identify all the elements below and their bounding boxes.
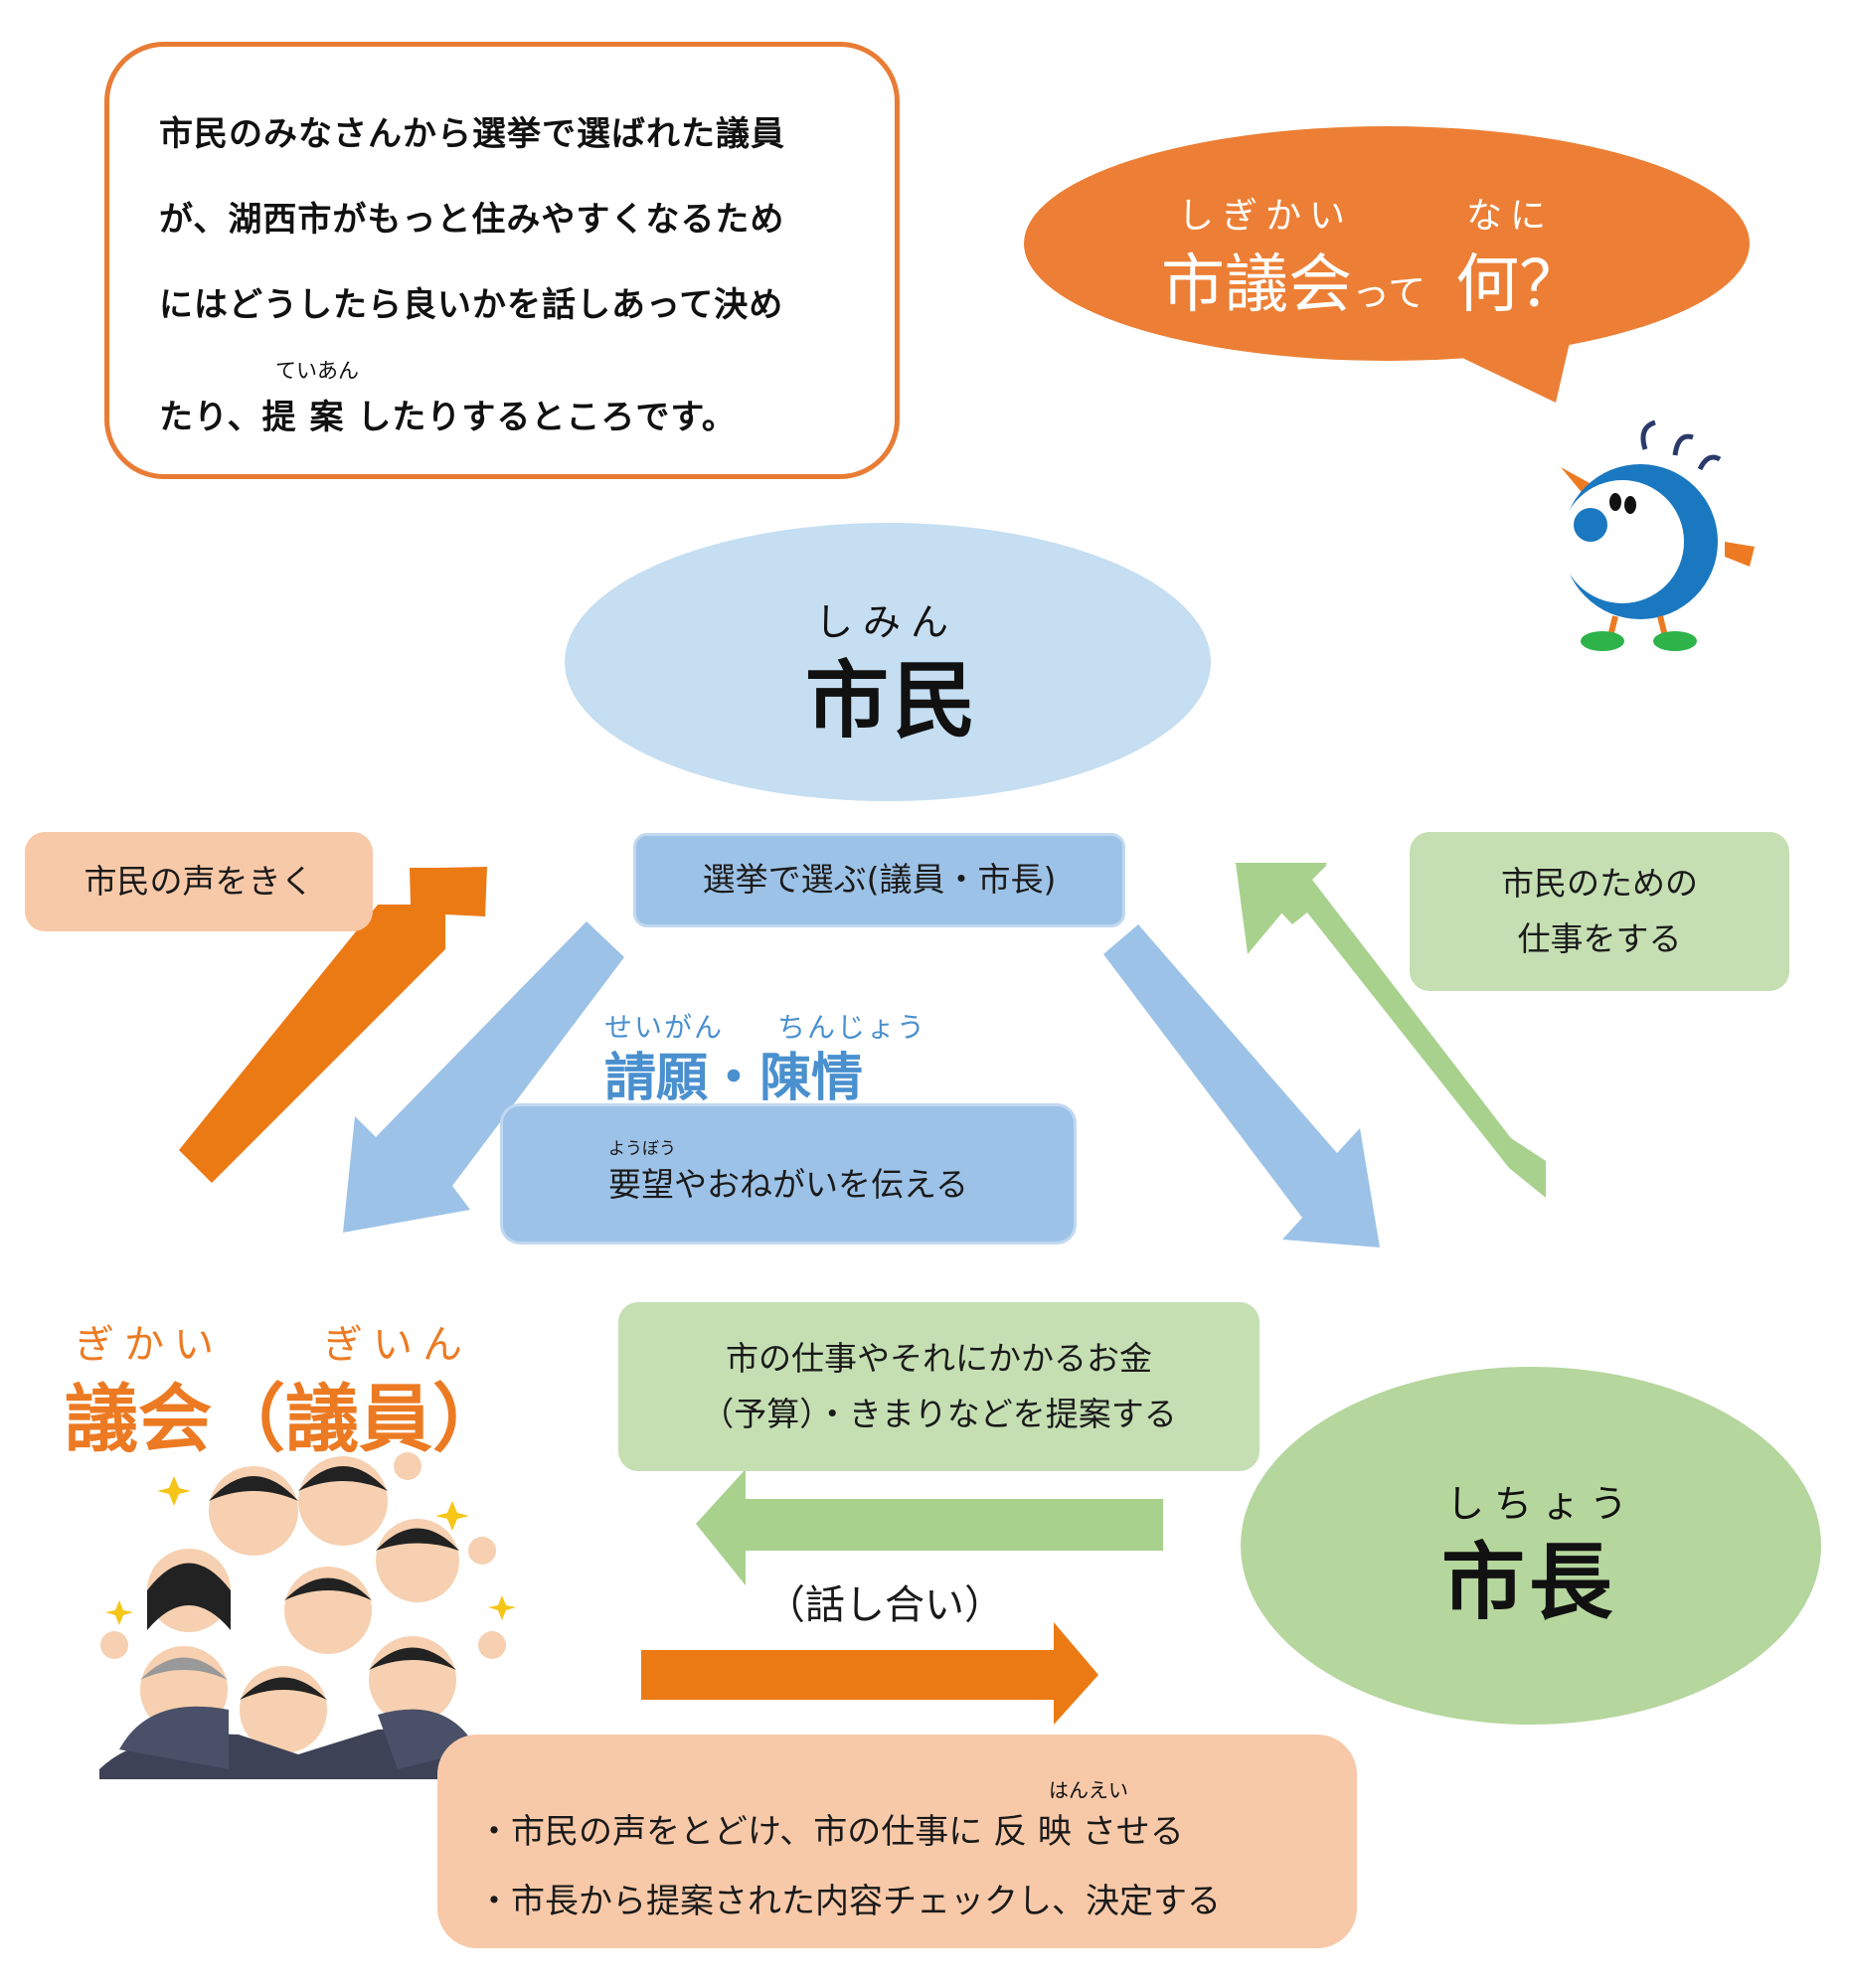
petition-ruby-right: ちんじょう [777,1011,927,1044]
listen-box: 市民の声をきく [25,832,373,931]
request-box: ようぼう 要望やおねがいを伝える [500,1103,1077,1244]
question-end: 何？ [1455,248,1584,322]
role-box: はんえい ・市民の声をとどけ、市の仕事に 反 映 させる ・市長から提案された内… [437,1735,1357,1948]
petition-arrow [343,921,624,1233]
role-line-2: ・市長から提案された内容チェックし、決定する [477,1882,1221,1921]
question-ruby-left: しぎかい [1178,196,1354,237]
petition-ruby-left: せいがん [604,1011,725,1044]
work-text-1: 市民のための [1501,863,1698,903]
mayor-ruby: しちょう [1446,1482,1638,1526]
intro-line-2: が、湖西市がもっと住みやすくなるため [159,200,785,240]
mayor-ellipse [1241,1367,1821,1725]
council-members-illustration [99,1452,516,1779]
propose-arrow [696,1469,1163,1585]
elect-mayor-arrow [1103,924,1380,1247]
request-text: 要望やおねがいを伝える [607,1164,968,1204]
work-box: 市民のための 仕事をする [1410,832,1789,991]
work-arrow [1235,863,1546,1198]
work-text-2: 仕事をする [1517,919,1682,958]
question-small: って [1352,271,1427,315]
citizen-label: 市民 [805,652,981,749]
propose-box: 市の仕事やそれにかかるお金 （予算）・きまりなどを提案する [618,1302,1260,1471]
elect-box: 選挙で選ぶ(議員・市長) [633,833,1125,927]
role-ruby: はんえい [1049,1778,1128,1802]
intro-box: 市民のみなさんから選挙で選ばれた議員 が、湖西市がもっと住みやすくなるため には… [104,42,900,479]
intro-ruby: ていあん [275,359,359,383]
council-ruby-right: ぎいん [323,1322,472,1368]
report-arrow [641,1622,1098,1725]
citizen-ellipse [565,523,1211,801]
intro-line-3: にはどうしたら良いかを話しあって決め [159,285,784,325]
listen-arrow [179,867,487,1183]
question-speech-bubble [1024,126,1750,403]
propose-text-2: （予算）・きまりなどを提案する [701,1395,1177,1433]
intro-line-1: 市民のみなさんから選挙で選ばれた議員 [159,114,785,154]
citizen-ruby: しみん [815,600,959,644]
listen-text: 市民の声をきく [84,861,314,901]
question-main: 市議会 [1161,248,1352,322]
mascot-character [1561,419,1755,651]
discuss-label: （話し合い） [765,1582,1004,1628]
elect-text: 選挙で選ぶ(議員・市長) [702,860,1057,900]
question-ruby-right: なに [1466,196,1555,237]
propose-text-1: 市の仕事やそれにかかるお金 [726,1338,1152,1378]
council-title: 議会（議員） [65,1377,506,1462]
work-arrow-head [1236,863,1327,954]
mayor-label: 市長 [1441,1534,1617,1631]
role-line-1: ・市民の声をとどけ、市の仕事に 反 映 させる [477,1812,1184,1852]
intro-line-4: たり、提 案 したりするところです。 [159,398,737,437]
request-ruby: ようぼう [607,1138,676,1159]
council-ruby-left: ぎかい [75,1322,224,1368]
petition-title: 請願・陳情 [604,1049,864,1108]
question-title: 市議会って何？ [1161,234,1583,325]
